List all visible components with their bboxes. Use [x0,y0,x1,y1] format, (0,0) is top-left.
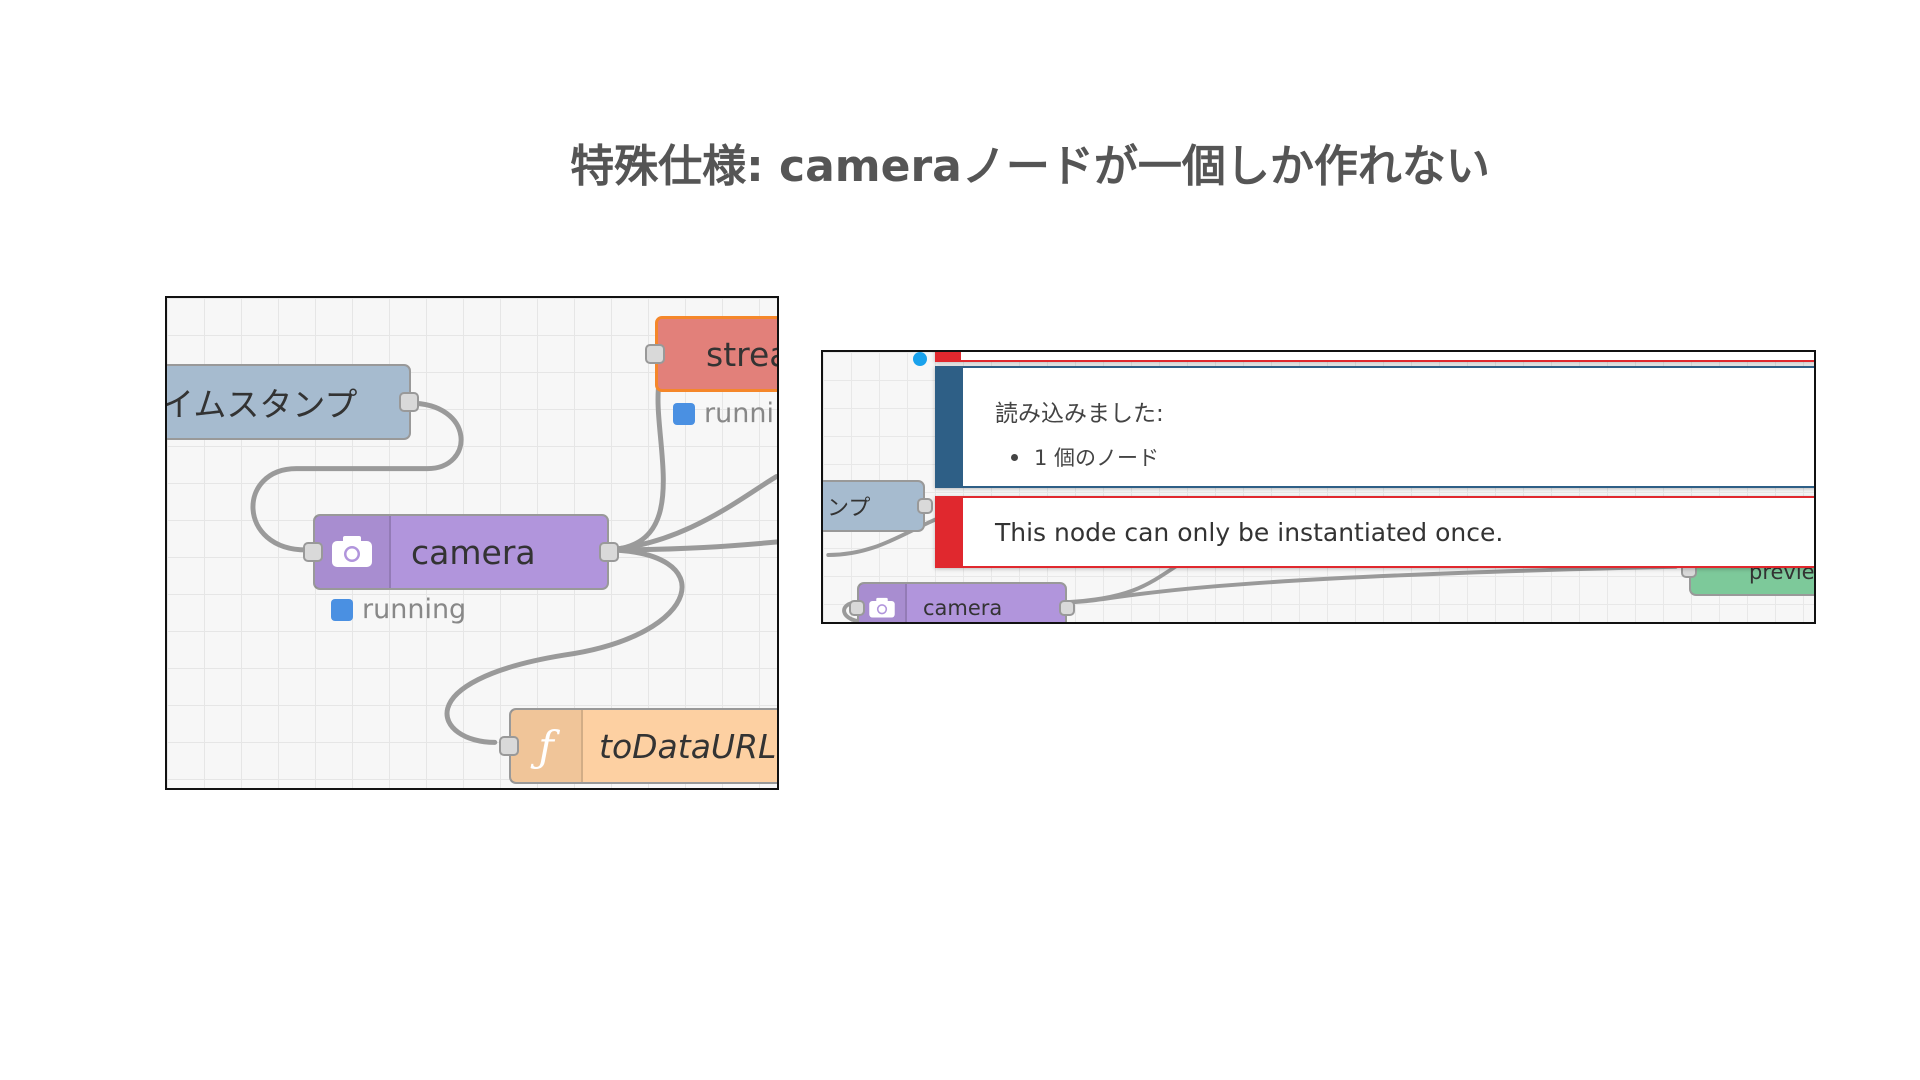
timestamp-node-right-label: ンプ [827,496,871,521]
camera-node-right[interactable]: camera [857,582,1067,622]
todataurl-node-label: toDataURL [599,726,777,766]
timestamp-right-output-port[interactable] [917,498,933,514]
status-dot-icon [673,402,695,425]
slide-title: 特殊仕様: cameraノードが一個しか作れない [570,141,1490,192]
notification-list-item: 1 個のノード [995,442,1159,472]
stream-input-port[interactable] [645,344,665,364]
camera-input-port[interactable] [303,542,323,562]
notification-error-message: This node can only be instantiated once. [995,518,1504,547]
camera-node-right-label: camera [923,596,1003,620]
function-icon: ƒ [511,710,583,782]
notification-error[interactable]: This node can only be instantiated once. [935,496,1814,568]
todataurl-node[interactable]: ƒ toDataURL [509,708,777,784]
selection-dot-icon [913,352,927,366]
flow-canvas-left[interactable]: イムスタンプ strea runni camera running ƒ toDa… [165,296,779,790]
timestamp-node[interactable]: イムスタンプ [165,364,411,440]
camera-icon [315,516,391,588]
stream-status: runni [673,398,774,429]
camera-node-label: camera [411,532,536,572]
timestamp-node-label: イムスタンプ [165,385,358,424]
notification-import-success[interactable]: 読み込みました: 1 個のノード [935,366,1814,488]
flow-canvas-right[interactable]: ンプ camera previe 読み込みました: 1 個のノード [821,350,1816,624]
camera-output-port[interactable] [599,542,619,562]
bullet-icon [1011,453,1018,461]
camera-status-text: running [362,594,467,625]
stream-node-label: strea [706,334,777,374]
camera-right-input-port[interactable] [849,600,865,616]
camera-node[interactable]: camera [313,514,609,590]
notification-bar [937,498,963,566]
notification-item-text: 1 個のノード [1034,446,1160,470]
camera-icon [859,584,907,622]
stream-node[interactable]: strea [655,316,777,392]
status-dot-icon [331,598,353,621]
todataurl-input-port[interactable] [499,736,519,756]
notification-bar [937,368,963,486]
notification-title: 読み込みました: [995,401,1164,427]
timestamp-node-right[interactable]: ンプ [823,480,925,532]
camera-right-output-port[interactable] [1059,600,1075,616]
timestamp-output-port[interactable] [399,392,419,412]
stream-status-text: runni [704,398,774,429]
flow-wires [250,351,777,745]
notification-hidden [935,352,1814,362]
camera-status: running [331,594,466,625]
